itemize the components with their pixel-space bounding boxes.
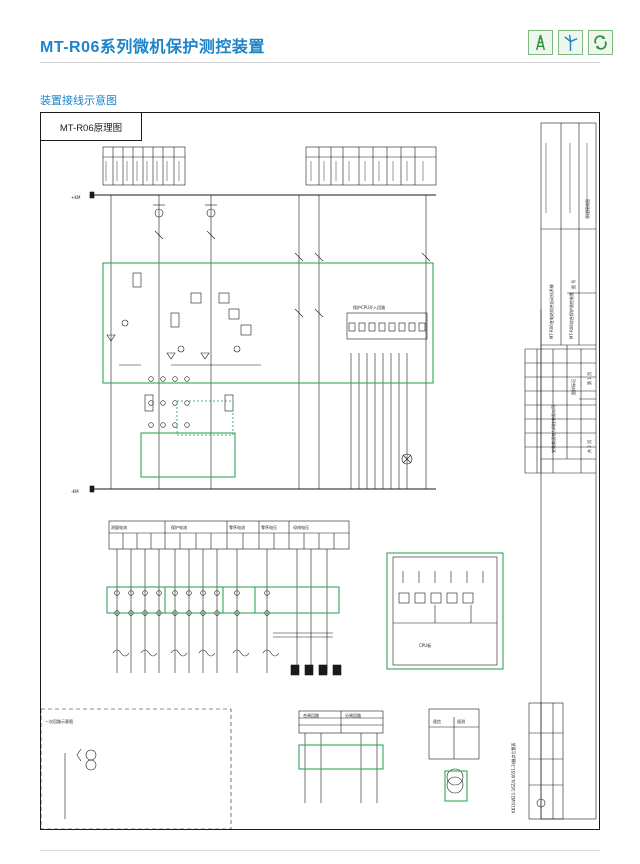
diagram-tab-label: MT-R06原理图 (41, 113, 142, 141)
top-right-table (305, 146, 437, 186)
title-block-drawing: 原理接线图 (584, 199, 590, 219)
title-block-sheet-number: 第 1 页 (586, 372, 592, 385)
switch-position-table (528, 702, 564, 820)
schematic-drawing (41, 122, 597, 829)
section-title: 装置接线示意图 (40, 95, 117, 107)
title-block-system: MT-R06变电站综合自动化系统 (548, 284, 554, 339)
cpu-board (392, 556, 498, 666)
negative-bus-label: -KM (71, 489, 79, 494)
tower-icon (528, 30, 553, 55)
control-header-close: 合闸回路 (303, 712, 319, 718)
current-header-zero-voltage: 零序电压 (261, 524, 277, 530)
signal-terminal-box (444, 770, 468, 802)
footer-divider (40, 850, 600, 851)
wind-turbine-icon (558, 30, 583, 55)
page-title: MT-R06系列微机保护测控装置 (40, 39, 265, 56)
title-block-drawing-no: 图 号 (570, 280, 576, 289)
cpu-board-label: CPU板 (419, 642, 431, 648)
current-header-protect: 保护电流 (171, 524, 187, 530)
header-divider (40, 62, 600, 63)
wiring-diagram: MT-R06原理图 (40, 112, 600, 830)
signal-header-remote-signal: 遥信 (433, 718, 441, 724)
schematic-labels: +KM -KM 保护CPU开入回路 CPU板 一次回路示意图 测量电流 保护电流… (45, 195, 592, 813)
upper-terminal-box (140, 432, 236, 478)
current-header-bus-voltage: 母线电压 (293, 524, 309, 530)
current-header-measure: 测量电流 (111, 524, 127, 530)
recycle-icon (588, 30, 613, 55)
cpu-input-label: 保护CPU开入回路 (353, 304, 385, 310)
header-icon-group (528, 30, 614, 56)
cpu-input-block (346, 312, 428, 340)
primary-circuit-region (41, 708, 232, 829)
switch-position-table-title: KK1(LW21-16Z/4.0651.3)触点位置表 (510, 743, 516, 813)
title-block-company: 安徽美通电力科技有限公司 (550, 405, 556, 453)
top-left-table (102, 146, 186, 186)
control-terminal-box (298, 744, 384, 770)
cpu-board-box (386, 552, 504, 670)
signal-header-remote-measure: 遥测 (457, 718, 465, 724)
title-block-stage: 图样标记 (570, 379, 576, 395)
title-block-sheet-total: 共 2 页 (586, 440, 592, 453)
control-header-open: 分闸回路 (345, 712, 361, 718)
positive-bus-label: +KM (71, 195, 81, 200)
current-input-table (108, 520, 350, 550)
page-header: MT-R06系列微机保护测控装置 (0, 0, 640, 68)
title-block-device: MT-R06综合保护测控装置 (568, 292, 574, 339)
dashed-green-box (176, 400, 234, 436)
primary-circuit-label: 一次回路示意图 (45, 718, 73, 724)
main-module-box (102, 262, 434, 384)
current-header-zero-current: 零序电流 (229, 524, 245, 530)
